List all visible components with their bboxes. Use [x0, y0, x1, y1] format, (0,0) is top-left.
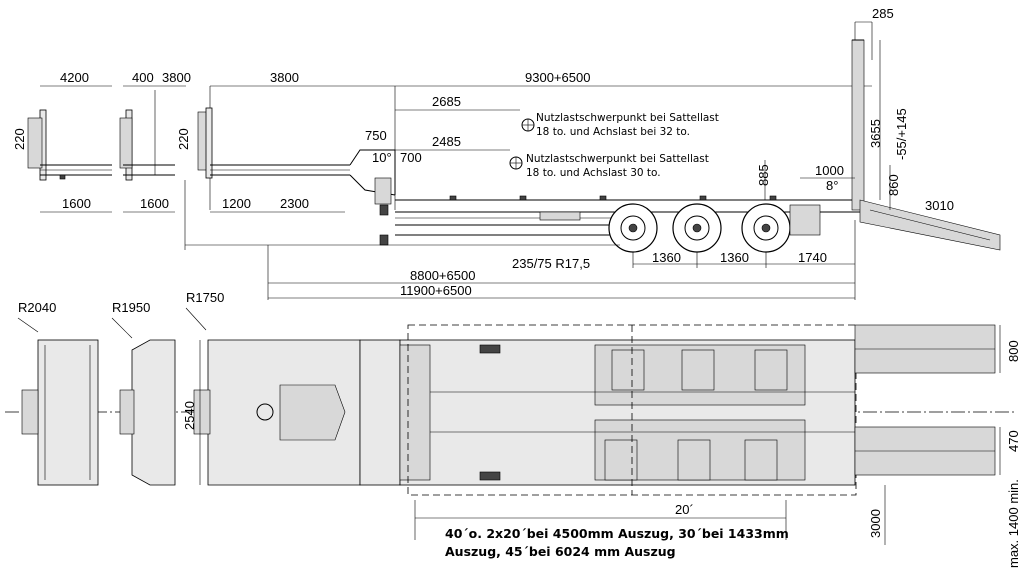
container-note-line2: Auszug, 45´bei 6024 mm Auszug — [445, 544, 676, 559]
dim-700: 700 — [400, 150, 422, 165]
dim-8800: 8800+6500 — [410, 268, 475, 283]
container-note-line1: 40´o. 2x20´bei 4500mm Auszug, 30´bei 143… — [445, 526, 789, 541]
radius-r1750: R1750 — [186, 290, 224, 305]
radius-r1950: R1950 — [112, 300, 150, 315]
angle-10: 10° — [372, 150, 392, 165]
cog-note-32t-line1: Nutzlastschwerpunkt bei Sattellast — [536, 112, 719, 124]
dim-3800-b: 3800 — [270, 70, 299, 85]
cog-marker-30t — [509, 156, 523, 170]
dim-1000: 1000 — [815, 163, 844, 178]
dim-750: 750 — [365, 128, 387, 143]
dim-285: 285 — [872, 6, 894, 21]
dim-3655: 3655 — [868, 119, 883, 148]
dim-4200: 4200 — [60, 70, 89, 85]
wheels — [608, 203, 821, 253]
plan-ramps — [854, 324, 996, 476]
overall-length-dimension-line — [40, 21, 873, 210]
dim-1740: 1740 — [798, 250, 827, 265]
dim-1360-b: 1360 — [720, 250, 749, 265]
dim-860: 860 — [886, 174, 901, 196]
dim-400: 400 — [132, 70, 154, 85]
dim-2540: 2540 — [182, 401, 197, 430]
dim-220-a: 220 — [12, 128, 27, 150]
dim-1360-a: 1360 — [652, 250, 681, 265]
tyre-size: 235/75 R17,5 — [512, 256, 590, 271]
dim-1600-b: 1600 — [140, 196, 169, 211]
plan-axle-slots — [604, 349, 788, 481]
dim-3800-a: 3800 — [162, 70, 191, 85]
angle-8: 8° — [826, 178, 838, 193]
cog-note-30t-line2: 18 to. und Achslast 30 to. — [526, 167, 661, 179]
radius-r2040: R2040 — [18, 300, 56, 315]
dim-1200: 1200 — [222, 196, 251, 211]
plan-gooseneck-1 — [21, 339, 99, 486]
dim-2300: 2300 — [280, 196, 309, 211]
gooseneck-variant-2 — [119, 90, 175, 181]
dim-470: 470 — [1006, 430, 1021, 452]
plan-view: R2040 R1950 R1750 — [5, 290, 1021, 568]
dim-20-feet: 20´ — [675, 502, 694, 517]
dim-3010: 3010 — [925, 198, 954, 213]
dim-55-145: -55/+145 — [894, 108, 909, 160]
cog-note-30t-line1: Nutzlastschwerpunkt bei Sattellast — [526, 153, 709, 165]
dim-1600-a: 1600 — [62, 196, 91, 211]
lower-dimension-lines — [40, 180, 856, 300]
cog-marker-32t — [521, 118, 535, 132]
dim-220-b: 220 — [176, 128, 191, 150]
side-view: 285 4200 400 3800 3800 9300+6500 2685 75… — [12, 6, 1001, 300]
dim-11900: 11900+6500 — [400, 283, 472, 298]
dim-885: 885 — [756, 164, 771, 186]
dim-800: 800 — [1006, 340, 1021, 362]
plan-gooseneck-2 — [119, 339, 176, 486]
dim-max-1400: max. 1400 min. — [1006, 479, 1021, 568]
dim-2685: 2685 — [432, 94, 461, 109]
dim-2485: 2485 — [432, 134, 461, 149]
dim-9300: 9300+6500 — [525, 70, 590, 85]
gooseneck-variant-1 — [27, 109, 112, 181]
dim-3000: 3000 — [868, 509, 883, 538]
cog-note-32t-line2: 18 to. und Achslast bei 32 to. — [536, 126, 690, 138]
